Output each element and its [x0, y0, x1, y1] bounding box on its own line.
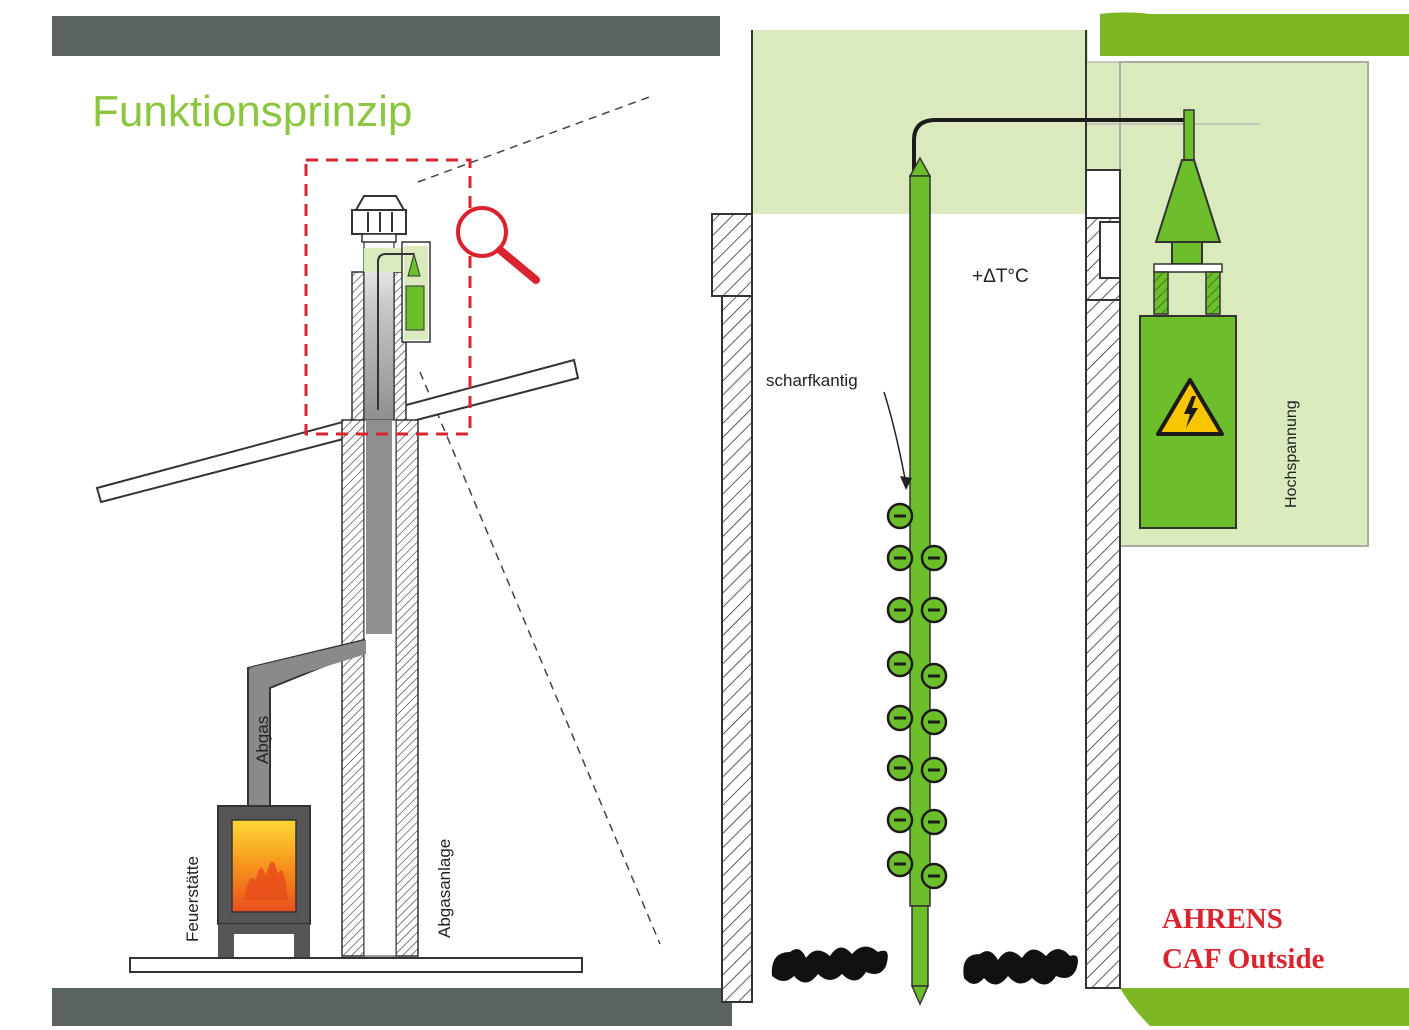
floor — [129, 957, 583, 973]
soot-particles-right — [963, 949, 1078, 985]
hv-cable — [912, 118, 1188, 180]
delta-t-label: +ΔT°C — [972, 266, 1029, 287]
hv-unit — [1139, 109, 1237, 529]
fire-icon — [244, 861, 288, 900]
high-voltage-warning-icon — [1156, 378, 1224, 436]
chimney-lower — [341, 419, 419, 957]
shaft-right-wall — [1085, 30, 1121, 989]
diagram-title: Funktionsprinzip — [92, 87, 412, 136]
chimney-cap — [351, 195, 407, 243]
scharfkantig-arrow — [883, 391, 907, 485]
feuerstaette-label: Feuerstätte — [183, 856, 202, 942]
stove — [217, 805, 311, 960]
top-band — [52, 2, 1409, 60]
zoom-guide-upper — [417, 95, 653, 183]
soot-particles-left — [771, 946, 888, 983]
zoom-guide-lower — [419, 371, 661, 945]
abgasanlage-label: Abgasanlage — [435, 839, 454, 938]
roof — [95, 358, 580, 504]
hochspannung-label: Hochspannung — [1283, 400, 1300, 508]
bottom-band — [52, 988, 1409, 1026]
abgas-label: Abgas — [253, 716, 272, 764]
light-green-zone — [752, 30, 1369, 547]
brand-line-2: CAF Outside — [1162, 943, 1325, 975]
magnifier-icon — [456, 206, 540, 284]
negative-charge-particles — [886, 502, 948, 890]
scharfkantig-label: scharfkantig — [766, 371, 858, 390]
chimney-device-mini — [364, 241, 431, 410]
brand-line-1: AHRENS — [1162, 903, 1283, 935]
zoom-frame — [304, 158, 472, 436]
shaft-left-wall — [711, 30, 753, 1003]
